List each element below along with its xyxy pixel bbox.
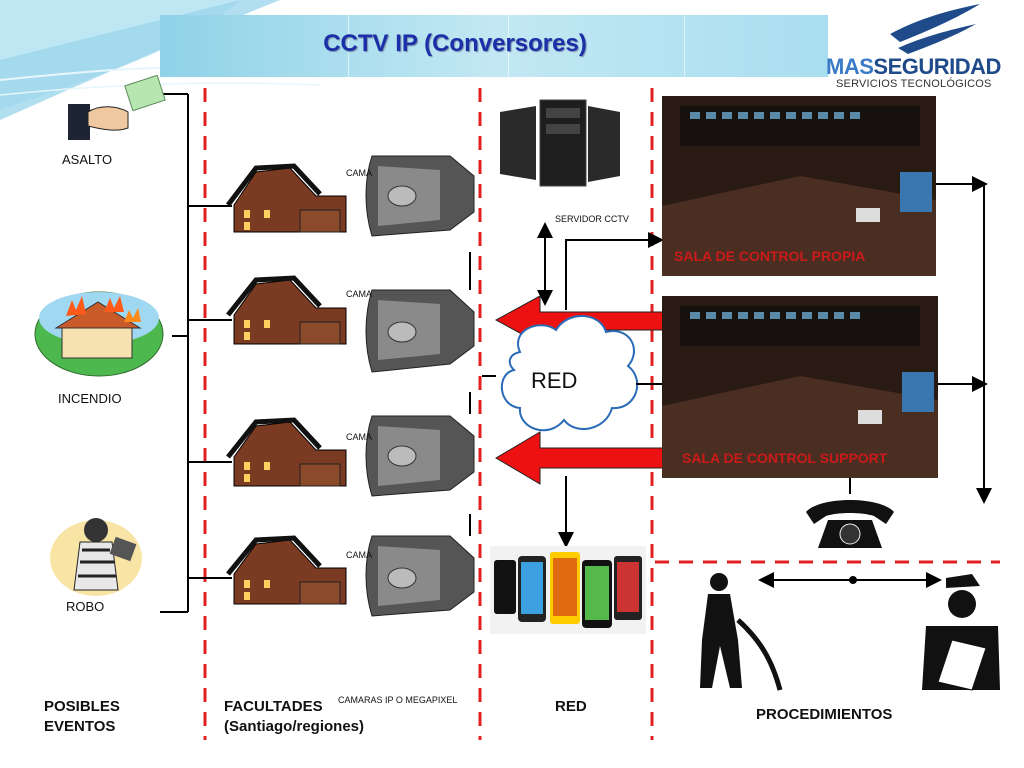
firefighter-icon <box>700 573 783 691</box>
house-row-3 <box>226 417 347 487</box>
camera-device-4 <box>358 532 476 632</box>
smartphones-icon <box>490 546 646 634</box>
control-room-propia-image <box>662 96 936 276</box>
house-row-2 <box>226 275 347 345</box>
house-row-4 <box>226 535 347 605</box>
server-label: SERVIDOR CCTV <box>555 214 629 224</box>
incendio-icon <box>34 291 164 377</box>
column-label-events-1: POSIBLES <box>44 698 120 715</box>
logo-brand: MASSEGURIDAD <box>826 54 1001 79</box>
camera-label-2: CAMA <box>346 289 373 299</box>
cameras-caption: CAMARAS IP O MEGAPIXEL <box>338 695 458 705</box>
server-icon <box>500 99 620 187</box>
red-arrow-lower <box>495 431 665 485</box>
asalto-icon <box>68 74 166 140</box>
robo-icon <box>50 518 142 596</box>
column-label-network: RED <box>555 698 587 715</box>
network-cloud-label: RED <box>531 368 578 393</box>
title-bar <box>160 15 828 77</box>
column-label-faculties-2: (Santiago/regiones) <box>224 718 365 735</box>
control-room-propia-label: SALA DE CONTROL PROPIA <box>674 248 866 264</box>
camera-label-1: CAMA <box>346 168 373 178</box>
camera-device-2 <box>358 286 476 386</box>
event-label-asalto: ASALTO <box>62 152 113 167</box>
camera-label-4: CAMA <box>346 550 373 560</box>
control-room-support-label: SALA DE CONTROL SUPPORT <box>682 450 888 466</box>
event-bracket-lines <box>160 93 232 613</box>
column-dividers <box>203 88 1000 740</box>
logo-swoosh-icon <box>890 4 980 54</box>
event-label-incendio: INCENDIO <box>58 391 122 406</box>
logo-subtitle: SERVICIOS TECNOLÓGICOS <box>836 78 992 90</box>
column-label-faculties-1: FACULTADES <box>224 698 323 715</box>
camera-label-3: CAMA <box>346 432 373 442</box>
event-label-robo: ROBO <box>66 599 105 614</box>
security-guard-icon <box>922 574 1000 691</box>
network-cloud-icon <box>500 315 639 432</box>
house-row-1 <box>226 163 347 233</box>
camera-device-3 <box>358 410 476 510</box>
column-label-events-2: EVENTOS <box>44 718 116 735</box>
telephone-icon <box>806 500 894 548</box>
camera-device-1 <box>358 148 476 248</box>
page-title: CCTV IP (Conversores) <box>323 30 587 57</box>
control-room-support-image <box>662 296 938 478</box>
column-label-procedures: PROCEDIMIENTOS <box>756 706 893 723</box>
